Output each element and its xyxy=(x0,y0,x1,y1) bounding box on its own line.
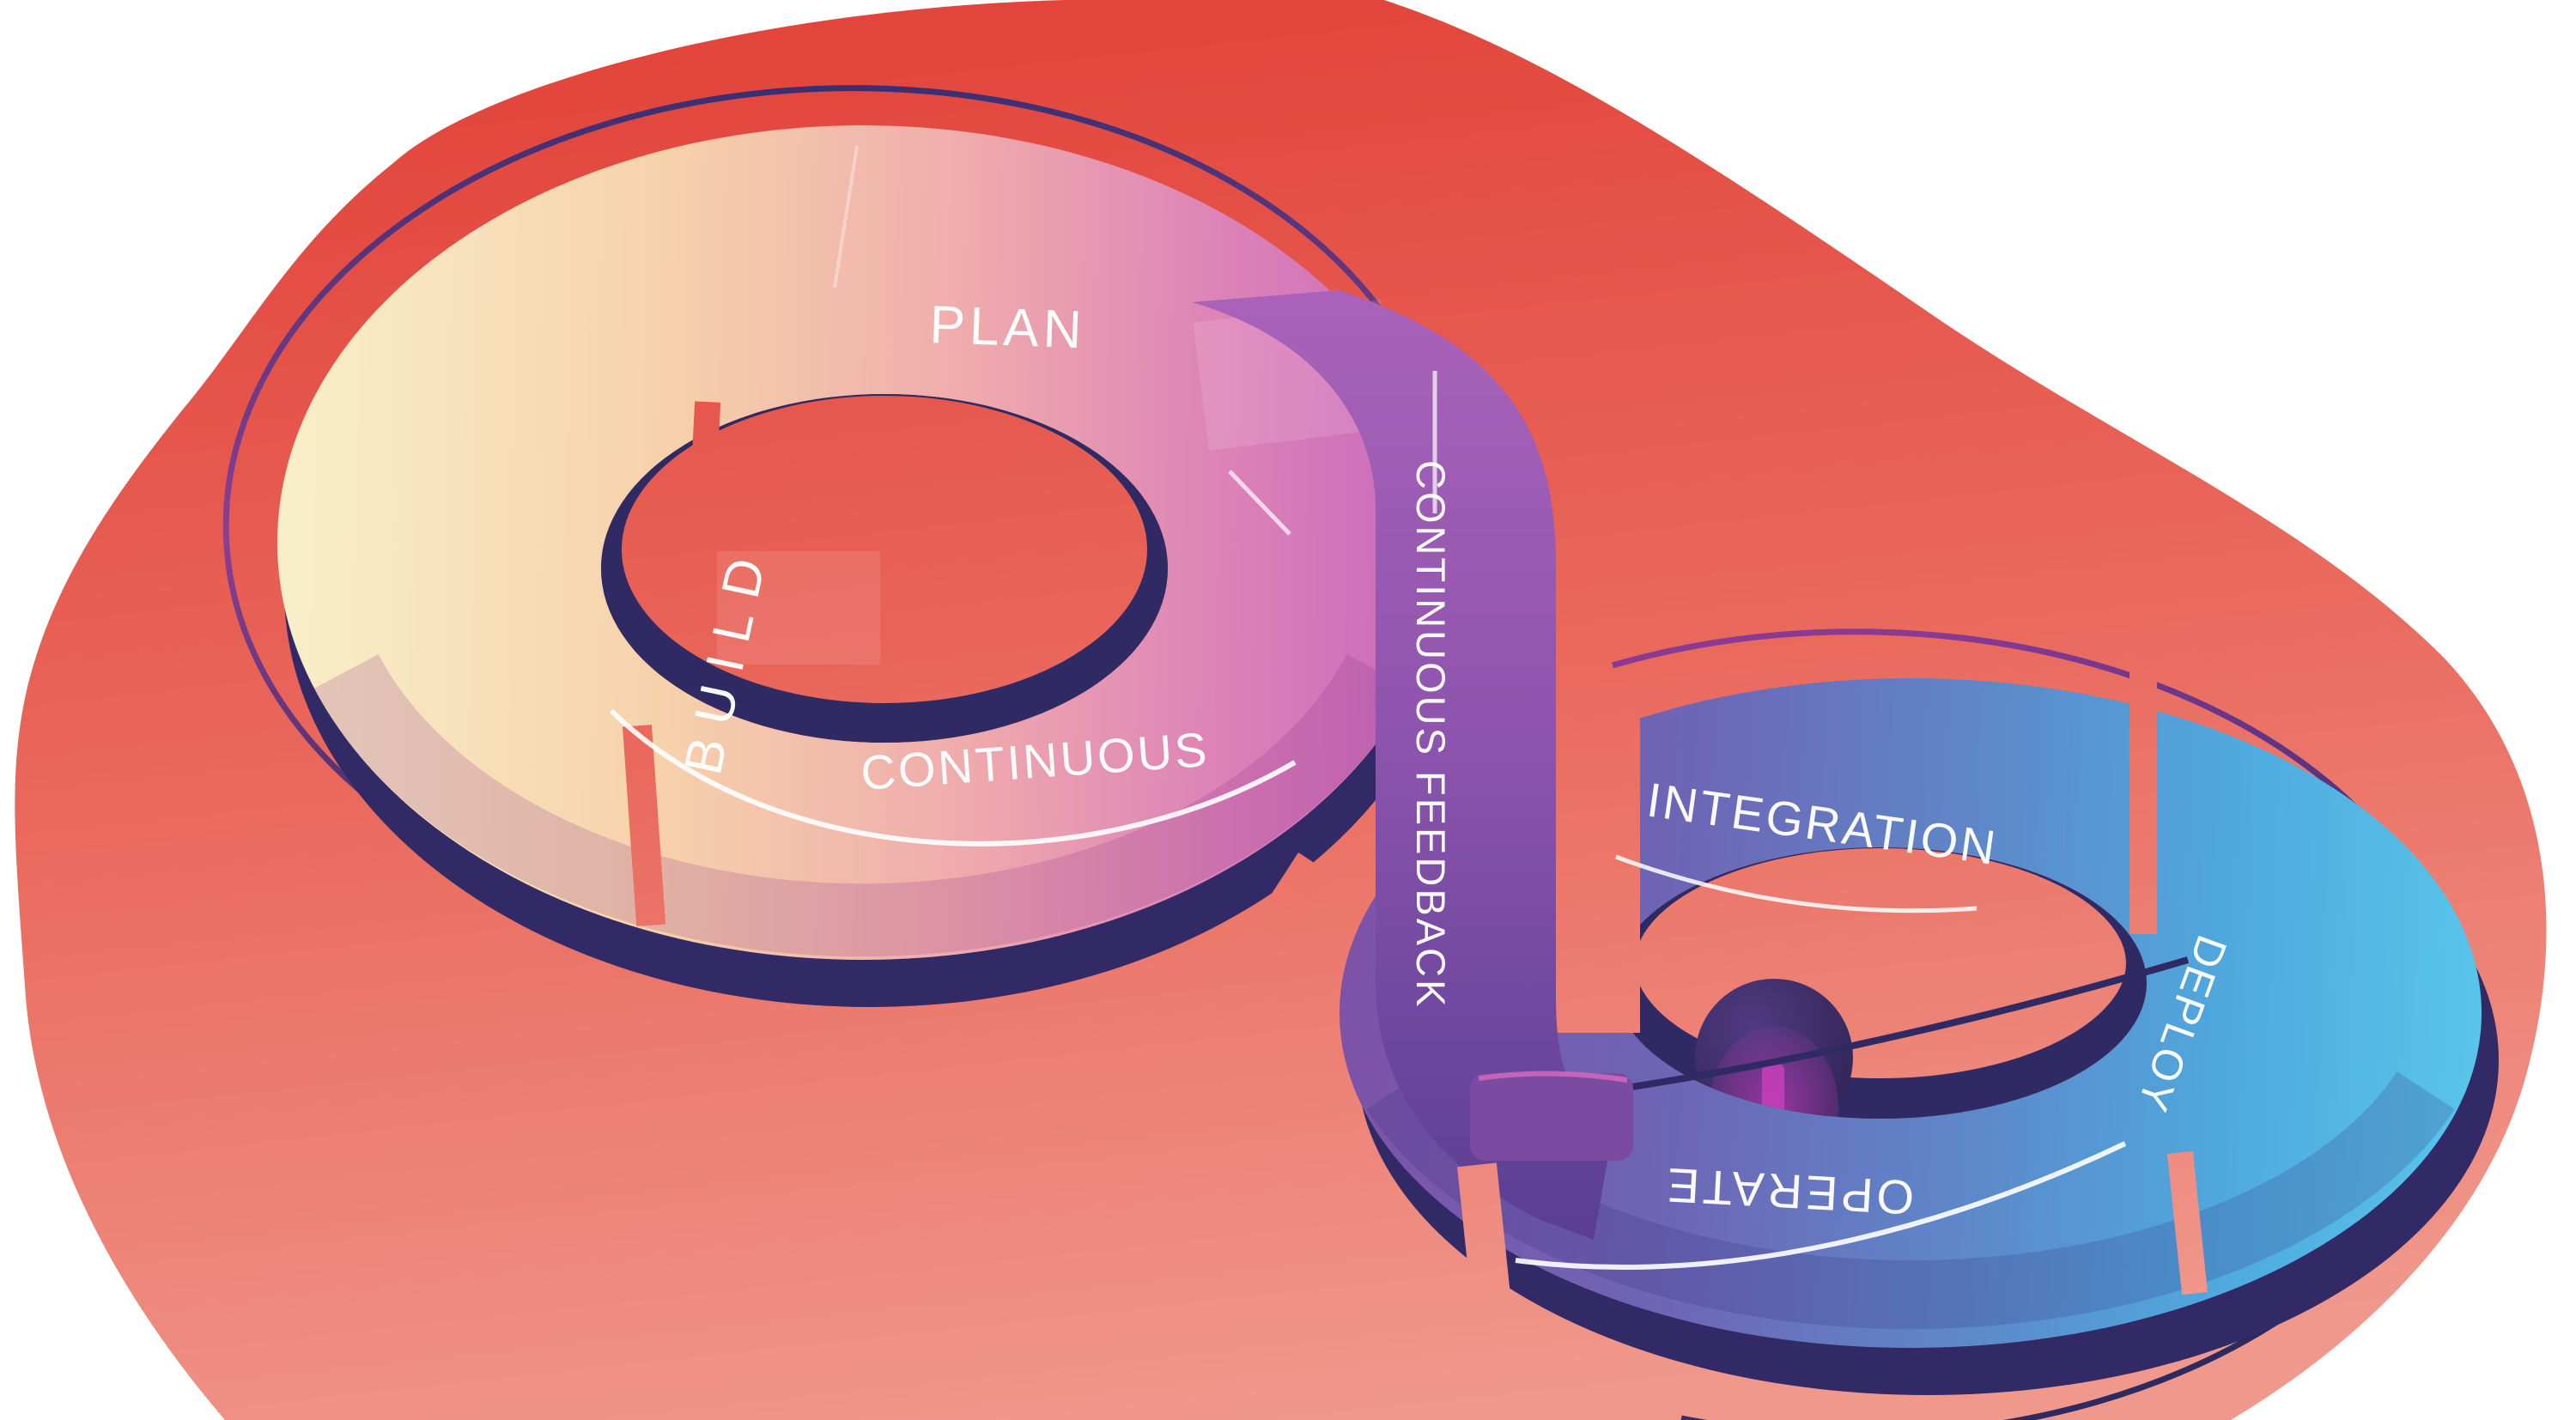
left-loop-ring xyxy=(277,125,1455,1007)
right-ring-inner-shadow xyxy=(1614,847,2147,1119)
plan-left-cut-seam xyxy=(833,145,859,288)
band-junction-seam xyxy=(1228,470,1291,536)
band-operate-gap xyxy=(1457,1162,1523,1415)
band-end-cap-highlight xyxy=(1478,1071,1628,1083)
left-ring-inner-shadow xyxy=(601,394,1168,743)
label-plan: PLAN xyxy=(929,295,1087,360)
build-arrow-tail-glass xyxy=(717,551,880,664)
integration-inner-highlight-seam xyxy=(1615,854,1978,913)
left-ring-surface xyxy=(277,125,1449,960)
build-continuous-gap xyxy=(623,725,666,926)
feedback-band-surface xyxy=(1192,290,1613,1240)
operate-band-highlight-seam xyxy=(1515,1141,2127,1270)
integration-deploy-gap xyxy=(2129,668,2157,934)
continuous-band-gap xyxy=(1231,853,1329,974)
plan-build-gap xyxy=(685,401,721,574)
continuous-band-highlight-seam xyxy=(609,708,1297,847)
left-ring-front-face-tint xyxy=(313,654,1412,957)
label-operate: OPERATE xyxy=(1662,1158,1915,1225)
continuous-feedback-band xyxy=(1192,290,1633,1415)
deploy-operate-gap xyxy=(2166,1150,2208,1296)
band-end-cap xyxy=(1470,1073,1633,1161)
hub-crossing-line xyxy=(1546,956,2190,1102)
label-continuous-feedback: CONTINUOUS FEEDBACK xyxy=(1408,460,1454,1009)
right-loop-ring xyxy=(1340,668,2499,1395)
